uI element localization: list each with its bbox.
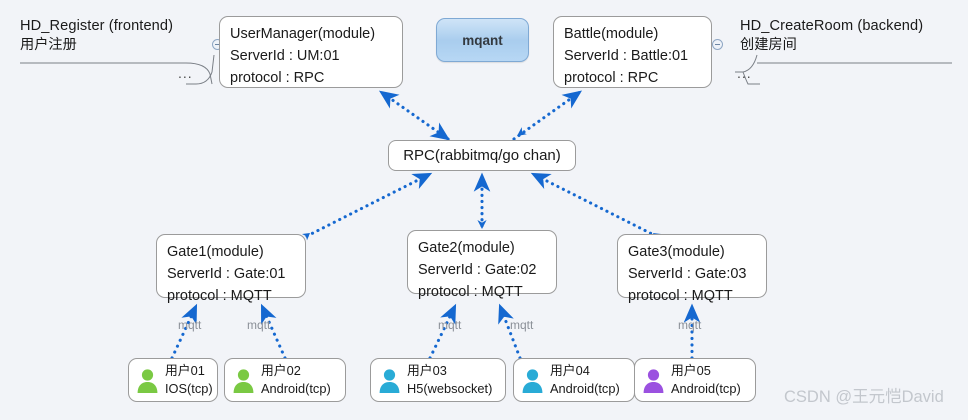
node-gate3-lines: Gate3(module) ServerId : Gate:03 protoco… xyxy=(618,235,766,313)
user-client: Android(tcp) xyxy=(261,381,331,396)
lane-hd-register-ellipsis[interactable]: ... xyxy=(178,65,193,81)
node-line: ServerId : Battle:01 xyxy=(564,48,689,65)
user-icon xyxy=(379,369,400,393)
node-user02[interactable]: 用户02 Android(tcp) xyxy=(224,358,346,402)
node-user04[interactable]: 用户04 Android(tcp) xyxy=(513,358,635,402)
node-line: protocol : MQTT xyxy=(628,288,733,305)
node-line: Gate3(module) xyxy=(628,244,725,260)
lane-hd-createroom: HD_CreateRoom (backend) 创建房间 xyxy=(740,18,923,54)
node-gate2[interactable]: Gate2(module) ServerId : Gate:02 protoco… xyxy=(407,230,557,300)
edge-label-mqtt-user04: mqtt xyxy=(510,318,534,332)
node-gate1[interactable]: Gate1(module) ServerId : Gate:01 protoco… xyxy=(156,234,306,304)
user-icon xyxy=(137,369,158,393)
user-label: 用户01 xyxy=(165,362,205,378)
node-user03[interactable]: 用户03 H5(websocket) xyxy=(370,358,506,402)
edge-label-mqtt-user01: mqtt xyxy=(178,318,202,332)
node-line: ServerId : UM:01 xyxy=(230,48,340,65)
node-battle[interactable]: Battle(module) ServerId : Battle:01 prot… xyxy=(553,16,712,88)
node-gate3[interactable]: Gate3(module) ServerId : Gate:03 protoco… xyxy=(617,234,767,304)
node-line: Gate1(module) xyxy=(167,244,264,260)
user-label: 用户04 xyxy=(550,362,590,378)
user-client: IOS(tcp) xyxy=(165,381,213,396)
user-label: 用户02 xyxy=(261,362,301,378)
user03-text: 用户03 H5(websocket) xyxy=(407,362,492,398)
node-line: protocol : MQTT xyxy=(167,288,272,305)
node-line: ServerId : Gate:02 xyxy=(418,262,537,279)
node-user05[interactable]: 用户05 Android(tcp) xyxy=(634,358,756,402)
node-line: Battle(module) xyxy=(564,26,659,42)
node-line: UserManager(module) xyxy=(230,26,376,42)
mqant-badge[interactable]: mqant xyxy=(436,18,529,62)
user-icon xyxy=(522,369,543,393)
lane-subtitle: 用户注册 xyxy=(20,37,77,53)
node-rpc-bus[interactable]: RPC(rabbitmq/go chan) xyxy=(388,140,576,171)
user05-text: 用户05 Android(tcp) xyxy=(671,362,741,398)
node-line: protocol : RPC xyxy=(564,70,659,87)
user-client: H5(websocket) xyxy=(407,381,493,396)
mqant-label: mqant xyxy=(462,32,503,48)
user-icon xyxy=(233,369,254,393)
lane-hd-register: HD_Register (frontend) 用户注册 xyxy=(20,18,173,54)
lane-hd-createroom-ellipsis[interactable]: ... xyxy=(737,65,752,81)
node-line: ServerId : Gate:03 xyxy=(628,266,747,283)
node-line: protocol : RPC xyxy=(230,70,325,87)
user04-text: 用户04 Android(tcp) xyxy=(550,362,620,398)
user-label: 用户03 xyxy=(407,362,447,378)
user01-text: 用户01 IOS(tcp) xyxy=(165,362,213,398)
user02-text: 用户02 Android(tcp) xyxy=(261,362,331,398)
lane-title: HD_Register (frontend) xyxy=(20,18,174,34)
node-line: Gate2(module) xyxy=(418,240,515,256)
edge-label-mqtt-user03: mqtt xyxy=(438,318,462,332)
user-icon xyxy=(643,369,664,393)
lane-subtitle: 创建房间 xyxy=(740,37,797,53)
user-label: 用户05 xyxy=(671,362,711,378)
collapse-handle-battle[interactable] xyxy=(712,39,723,50)
user-client: Android(tcp) xyxy=(550,381,620,396)
rpc-bus-label: RPC(rabbitmq/go chan) xyxy=(403,147,561,164)
node-gate1-lines: Gate1(module) ServerId : Gate:01 protoco… xyxy=(157,235,305,313)
node-user01[interactable]: 用户01 IOS(tcp) xyxy=(128,358,218,402)
edge-label-mqtt-user02: mqtt xyxy=(247,318,271,332)
node-gate2-lines: Gate2(module) ServerId : Gate:02 protoco… xyxy=(408,231,556,309)
node-usermanager-lines: UserManager(module) ServerId : UM:01 pro… xyxy=(220,17,402,95)
node-usermanager[interactable]: UserManager(module) ServerId : UM:01 pro… xyxy=(219,16,403,88)
node-line: protocol : MQTT xyxy=(418,284,523,301)
edge-label-mqtt-user05: mqtt xyxy=(678,318,702,332)
node-line: ServerId : Gate:01 xyxy=(167,266,286,283)
node-battle-lines: Battle(module) ServerId : Battle:01 prot… xyxy=(554,17,711,95)
lane-title: HD_CreateRoom (backend) xyxy=(740,18,924,34)
user-client: Android(tcp) xyxy=(671,381,741,396)
watermark: CSDN @王元恺David xyxy=(784,388,944,406)
